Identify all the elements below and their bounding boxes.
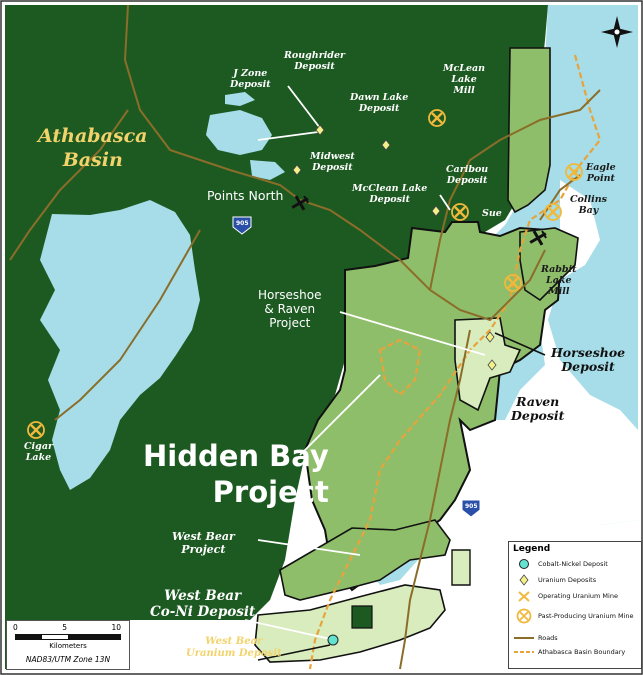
road-west <box>9 109 129 261</box>
sue-label: Sue <box>482 208 502 219</box>
mcclean-lake-deposit-label: McClean Lake Deposit <box>352 183 428 205</box>
basin-boundary <box>308 54 602 670</box>
west-bear-uranium-deposit-label: West Bear Uranium Deposit <box>186 636 282 659</box>
mine-symbols <box>27 109 583 439</box>
yellow-diamond-icon <box>485 331 495 343</box>
caribou-deposit-label: Caribou Deposit <box>446 164 489 186</box>
athabasca-basin-label: Athabasca Basin <box>38 125 148 171</box>
circled-pick-axe-icon <box>544 203 562 221</box>
forest-land <box>5 5 548 669</box>
claim-horseshoe-raven <box>454 317 522 412</box>
pick-axe-icon <box>518 591 530 602</box>
airplane-icon <box>291 195 309 211</box>
horseshoe-raven-project-label: Horseshoe & Raven Project <box>258 288 322 330</box>
cyan-circle-icon <box>327 634 339 646</box>
lake-north <box>225 92 255 106</box>
highway-905-label-south: 905 <box>465 503 478 510</box>
yellow-diamond-icon <box>431 205 441 217</box>
uranium-deposit-markers <box>292 124 497 371</box>
eagle-point-label: Eagle Point <box>586 162 616 184</box>
points-north-label: Points North <box>207 188 284 203</box>
highway-shield-icon <box>232 216 252 235</box>
circled-pick-axe-icon <box>428 109 446 127</box>
legend-item-basin-boundary: Athabasca Basin Boundary <box>513 646 625 658</box>
basin-boundary-loop <box>378 338 422 397</box>
lake-midwest <box>250 160 285 180</box>
claim-small-square <box>451 549 471 586</box>
west-bear-co-ni-deposit-label: West Bear Co-Ni Deposit <box>150 588 256 620</box>
legend: Legend Cobalt-Nickel Deposit Uranium Dep… <box>508 541 642 669</box>
yellow-diamond-icon <box>292 164 302 176</box>
collins-bay-label: Collins Bay <box>570 194 607 216</box>
leader-lines-dark <box>257 332 546 661</box>
highway-shield-icon <box>461 499 481 518</box>
claim-west-bear-upper <box>279 519 451 601</box>
legend-item-uranium-deposits: Uranium Deposits <box>513 574 596 586</box>
horseshoe-deposit-label: Horseshoe Deposit <box>551 345 626 374</box>
roughrider-deposit-label: Roughrider Deposit <box>284 50 345 72</box>
road-cigar <box>54 229 201 421</box>
yellow-diamond-icon <box>381 139 391 151</box>
claim-north-strip <box>507 47 551 214</box>
yellow-diamond-icon <box>315 124 325 136</box>
scale-tick-10: 10 <box>111 623 121 632</box>
legend-item-operating-mine: Operating Uranium Mine <box>513 590 618 602</box>
orange-dashed-line-icon <box>514 651 534 653</box>
circled-pick-axe-icon <box>451 203 469 221</box>
dawn-lake-deposit-label: Dawn Lake Deposit <box>350 92 409 114</box>
scale-graphic <box>15 634 121 640</box>
legend-item-roads: Roads <box>513 632 558 644</box>
circled-pick-axe-icon <box>27 421 45 439</box>
legend-item-cobalt-nickel: Cobalt-Nickel Deposit <box>513 558 608 570</box>
hidden-bay-project-label: Hidden Bay Project <box>143 439 329 509</box>
lake-jzone <box>206 110 272 155</box>
airplane-icon <box>529 230 547 246</box>
midwest-deposit-label: Midwest Deposit <box>310 151 355 173</box>
projection-label: NAD83/UTM Zone 13N <box>25 655 111 664</box>
legend-item-past-producing-mine: Past-Producing Uranium Mine <box>513 608 634 624</box>
claim-rabbit-lake <box>519 227 579 302</box>
scale-unit: Kilometers <box>49 642 87 650</box>
road-south <box>399 329 471 670</box>
scale-tick-5: 5 <box>62 623 67 632</box>
road-north <box>429 89 601 291</box>
circled-pick-axe-icon <box>565 163 583 181</box>
leader-lines <box>244 85 486 641</box>
north-arrow-icon <box>601 16 633 48</box>
legend-title: Legend <box>513 544 551 554</box>
road-main <box>123 4 546 322</box>
west-bear-project-label: West Bear Project <box>172 530 235 556</box>
scale-tick-0: 0 <box>13 623 18 632</box>
mclean-lake-mill-label: McLean Lake Mill <box>443 63 486 96</box>
brown-line-icon <box>514 637 534 639</box>
claim-dark-square <box>351 605 373 629</box>
peninsula-land <box>505 180 638 525</box>
yellow-diamond-icon <box>487 359 497 371</box>
j-zone-deposit-label: J Zone Deposit <box>230 68 271 90</box>
scale-bar: 0 5 10 Kilometers NAD83/UTM Zone 13N <box>6 620 130 670</box>
circled-pick-axe-icon <box>504 274 522 292</box>
cigar-lake-label: Cigar Lake <box>24 441 53 463</box>
yellow-diamond-icon <box>519 574 529 586</box>
claim-west-bear-lower <box>254 584 446 663</box>
cyan-circle-icon <box>519 559 529 569</box>
highway-905-label: 905 <box>236 220 249 227</box>
circled-pick-axe-icon <box>516 608 532 624</box>
large-lake-left <box>40 200 200 490</box>
raven-deposit-label: Raven Deposit <box>511 394 565 423</box>
rabbit-lake-mill-label: Rabbit Lake Mill <box>541 264 577 297</box>
